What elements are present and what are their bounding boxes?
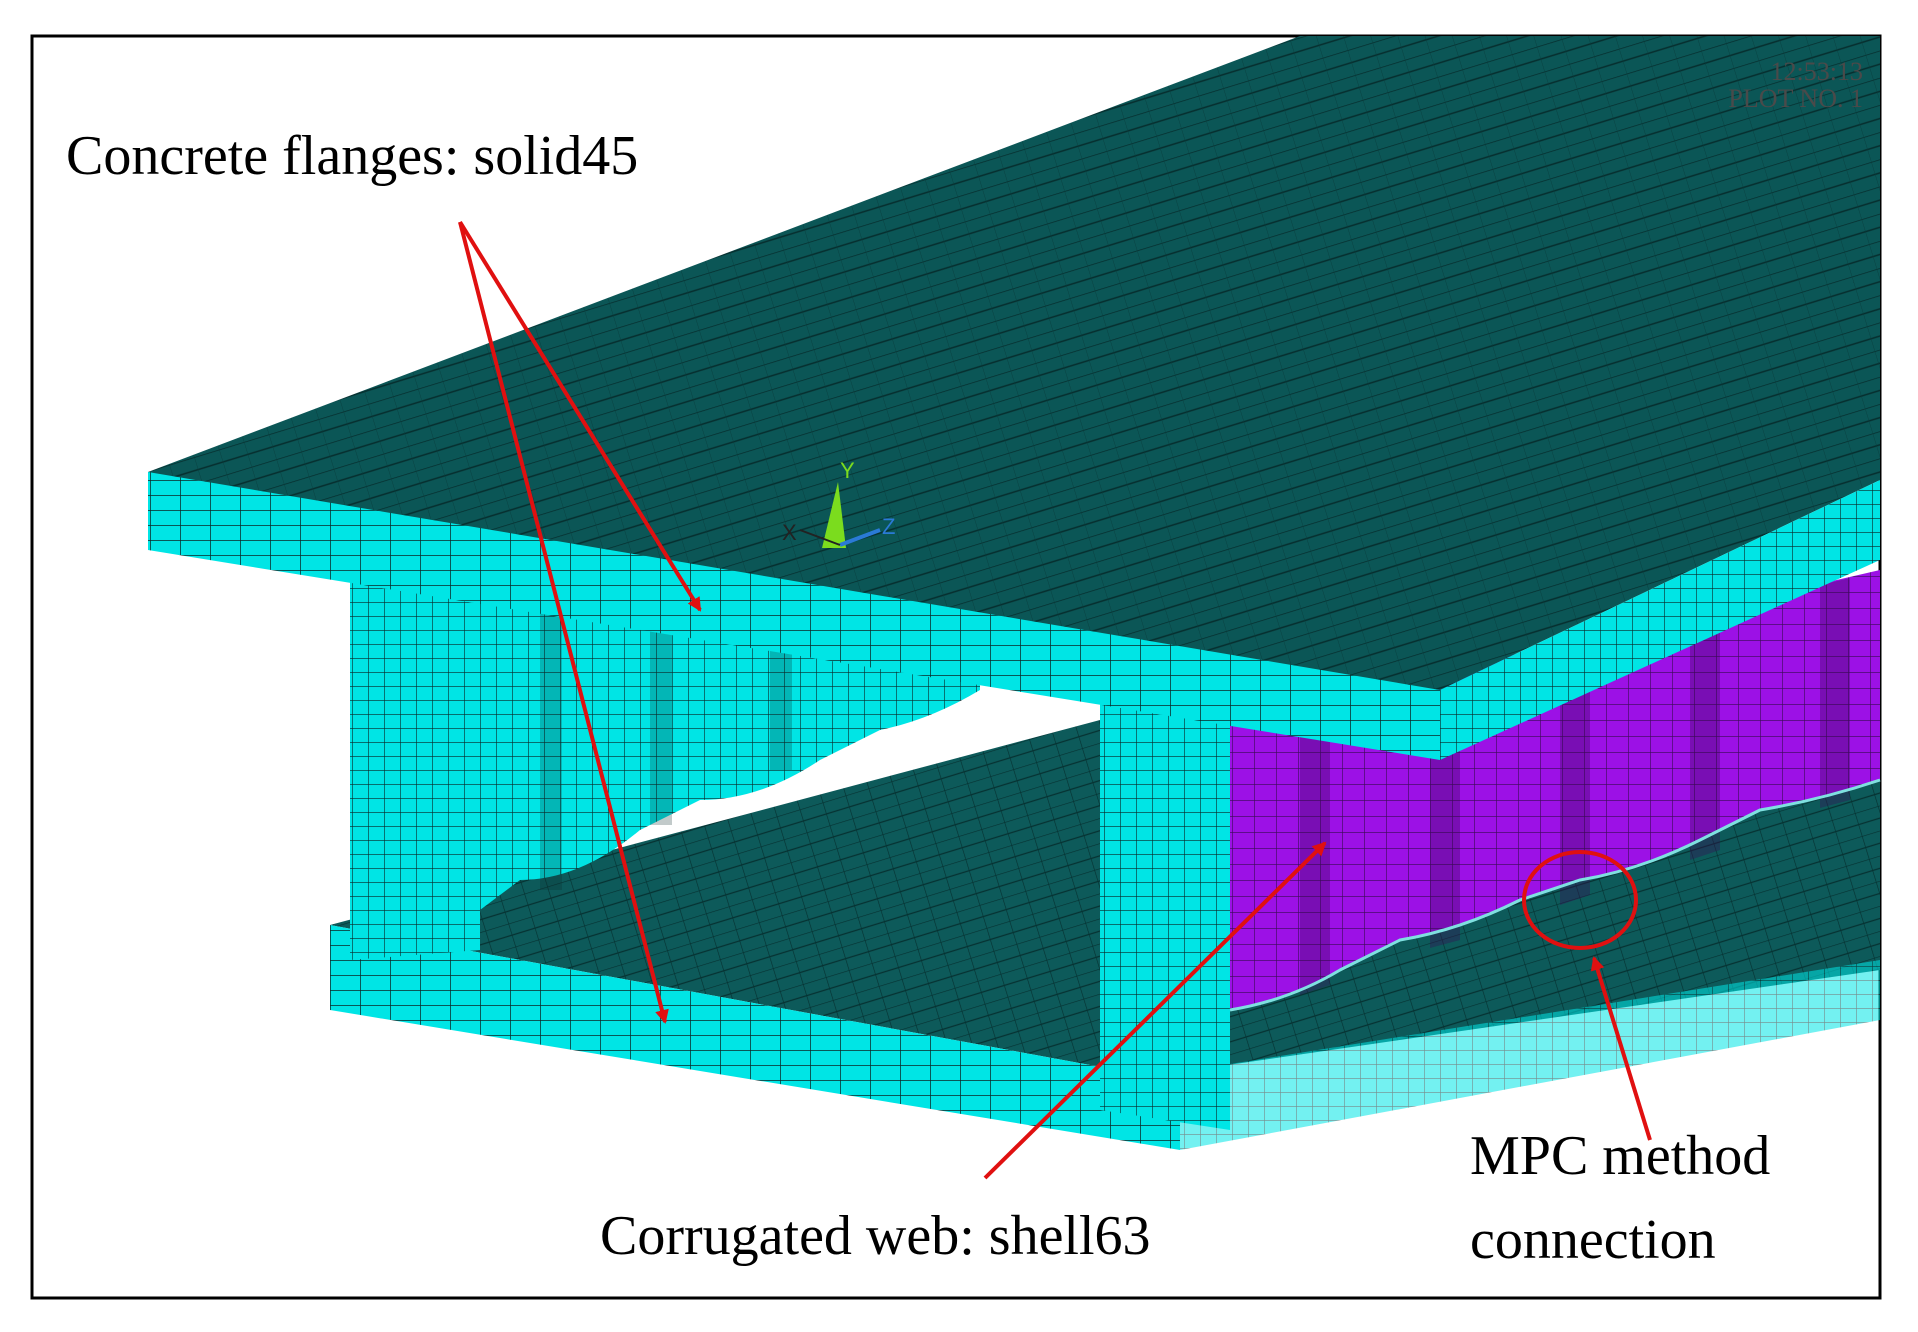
plot-info-readout: 12:53:13 PLOT NO. 1 [1728,58,1863,113]
label-mpc-line1: MPC method [1470,1125,1771,1187]
mpc-highlight-circle [1522,850,1638,950]
outer-corrugated-web [1230,570,1880,1010]
label-corrugated-web: Corrugated web: shell63 [600,1205,1151,1267]
plot-time: 12:53:13 [1770,57,1863,86]
arrow-to-bottom-flange [458,221,669,1024]
top-flange-front-face [148,472,1440,760]
top-flange-top-surface [148,36,1880,690]
y-axis-glyph [822,482,846,548]
arrow-to-corrugated-web [983,841,1327,1180]
bottom-flange-front-face [330,925,1180,1150]
bottom-flange-side-face [1180,960,1880,1150]
plot-number: PLOT NO. 1 [1728,84,1863,114]
web-flange-joint-line [1229,778,1881,1012]
label-mpc-line2: connection [1470,1209,1716,1271]
axis-x-label: X [782,520,797,545]
top-flange-side-face [1440,480,1880,760]
axis-y-label: Y [840,458,855,483]
arrow-to-mpc-connection [1590,956,1652,1141]
left-web-column [350,540,480,960]
axis-z-label: Z [882,514,895,539]
label-concrete-flanges: Concrete flanges: solid45 [66,125,639,187]
arrow-to-top-flange [458,220,702,612]
right-web-column [1100,690,1230,1130]
coordinate-triad: Y Z X [782,458,895,548]
annotation-arrows [458,220,1652,1180]
